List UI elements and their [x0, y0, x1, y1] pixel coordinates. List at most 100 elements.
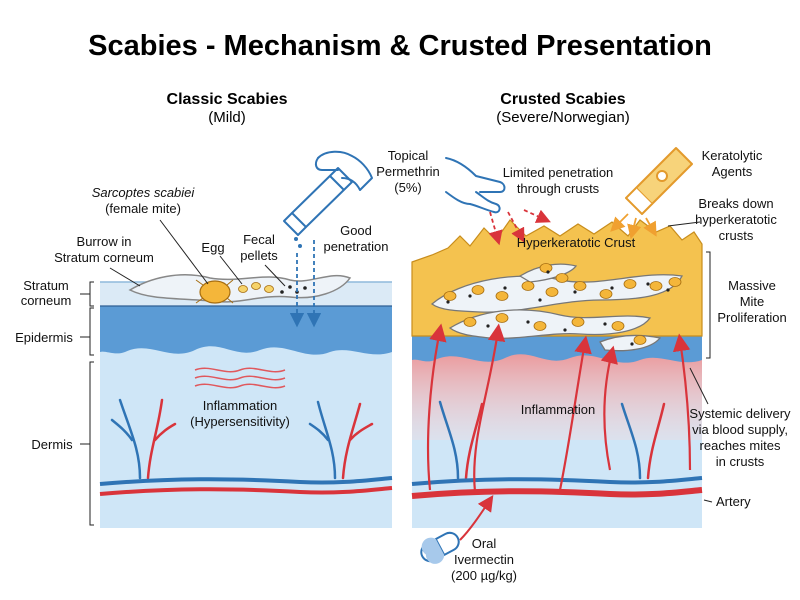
hand-icon	[314, 150, 373, 191]
classic-vein-horizontal	[99, 476, 393, 486]
systemic-delivery-label-2: via blood supply,	[692, 422, 788, 437]
crust-mite	[611, 321, 625, 331]
breaks-down-label-2: hyperkeratotic	[695, 212, 777, 227]
crusted-blood-vessels-left	[438, 400, 484, 480]
classic-blood-vessels-right	[308, 400, 374, 480]
hand-applying-icon	[445, 157, 506, 214]
limited-penetration-arrows	[488, 209, 551, 246]
artery-leader	[703, 499, 713, 503]
systemic-delivery-label: Systemic delivery	[689, 406, 791, 421]
breaks-down-label-3: crusts	[719, 228, 754, 243]
topical-label-3: (5%)	[394, 180, 421, 195]
crusted-inflammation-zone	[412, 352, 702, 440]
ivermectin-pill-icon	[420, 531, 460, 564]
epidermis-label: Epidermis	[15, 330, 73, 345]
artery-label: Artery	[716, 494, 751, 509]
crusted-skin-panel	[411, 219, 703, 528]
burrow-leader	[109, 267, 141, 287]
crusted-vein-horizontal	[411, 476, 703, 486]
stratum-corneum-label-2: corneum	[21, 293, 72, 308]
mite-species-label: Sarcoptes scabiei	[92, 185, 196, 200]
egg-3	[264, 285, 274, 293]
systemic-delivery-label-4: in crusts	[716, 454, 765, 469]
permethrin-tube-icon	[283, 167, 353, 236]
crusted-inflammation-label: Inflammation	[521, 402, 595, 417]
egg-label: Egg	[201, 240, 224, 255]
egg-leader	[219, 255, 243, 285]
crust-mite	[539, 263, 553, 273]
egg-2	[251, 282, 261, 290]
crust-mite	[495, 313, 509, 323]
crust-mite	[555, 273, 569, 283]
crust-label: Hyperkeratotic Crust	[517, 235, 636, 250]
topical-label: Topical	[388, 148, 429, 163]
oral-label-3: (200 µg/kg)	[451, 568, 517, 583]
burrow-label: Burrow in	[77, 234, 132, 249]
systemic-delivery-arrows	[426, 323, 692, 493]
crust-mite	[443, 291, 457, 301]
topical-label-2: Permethrin	[376, 164, 440, 179]
mite-leader	[159, 219, 209, 285]
breaks-down-leader	[667, 221, 701, 227]
crust-mite	[649, 281, 663, 291]
classic-skin-panel	[99, 274, 393, 528]
mite-in-burrow	[195, 279, 234, 304]
oral-label: Oral	[472, 536, 497, 551]
classic-inflammation-label-2: (Hypersensitivity)	[190, 414, 290, 429]
massive-proliferation-label-3: Proliferation	[717, 310, 786, 325]
good-penetration-label-2: penetration	[323, 239, 388, 254]
crust-mite	[545, 287, 559, 297]
proliferation-bracket	[706, 251, 711, 359]
crusted-artery-horizontal	[411, 487, 703, 499]
fecal-pellet	[288, 285, 292, 289]
systemic-delivery-label-3: reaches mites	[700, 438, 781, 453]
crusted-title: Crusted Scabies	[500, 91, 625, 108]
classic-artery-horizontal	[99, 486, 393, 496]
classic-epidermis-layer	[100, 306, 392, 355]
fecal-pellet	[303, 286, 307, 290]
crust-mite	[533, 321, 547, 331]
limited-penetration-label: Limited penetration	[503, 165, 614, 180]
burrow-label-2: Stratum corneum	[54, 250, 154, 265]
layer-brackets	[80, 281, 94, 526]
keratolytic-tube-icon	[625, 147, 693, 215]
keratolytic-label: Keratolytic	[702, 148, 763, 163]
crust-mite	[623, 279, 637, 289]
crusted-blood-vessels-right	[620, 402, 666, 480]
fecal-leader	[264, 264, 286, 287]
mite-sex-label: (female mite)	[105, 201, 181, 216]
dermis-label: Dermis	[31, 437, 73, 452]
oral-label-2: Ivermectin	[454, 552, 514, 567]
classic-inflammation-label: Inflammation	[203, 398, 277, 413]
crust-mite	[599, 289, 613, 299]
ivermectin-arrow	[459, 495, 494, 541]
classic-subtitle: (Mild)	[208, 109, 246, 126]
systemic-delivery-leader	[689, 367, 709, 405]
keratolytic-arrows	[610, 213, 657, 240]
cream-drop	[294, 237, 298, 241]
classic-blood-vessels-left	[110, 398, 177, 480]
keratolytic-label-2: Agents	[712, 164, 753, 179]
egg-1	[238, 285, 248, 293]
crust-mites	[443, 263, 682, 345]
massive-proliferation-label-2: Mite	[740, 294, 765, 309]
crust-mite	[571, 317, 585, 327]
massive-proliferation-label: Massive	[728, 278, 776, 293]
crust-mite	[463, 317, 477, 327]
fecal-pellet	[280, 290, 284, 294]
crust-mite	[495, 291, 509, 301]
stratum-corneum-label: Stratum	[23, 278, 69, 293]
crust-mite	[573, 281, 587, 291]
classic-title: Classic Scabies	[167, 91, 288, 108]
crust-mite	[471, 285, 485, 295]
crust-mite	[521, 281, 535, 291]
classic-dermis-layer	[100, 340, 392, 528]
crusted-subtitle: (Severe/Norwegian)	[496, 109, 629, 126]
classic-inflammation-waves	[194, 367, 286, 389]
crust-mite	[668, 277, 682, 287]
crust-mite	[633, 335, 647, 345]
good-penetration-label: Good	[340, 223, 372, 238]
limited-penetration-label-2: through crusts	[517, 181, 600, 196]
breaks-down-label: Breaks down	[698, 196, 773, 211]
